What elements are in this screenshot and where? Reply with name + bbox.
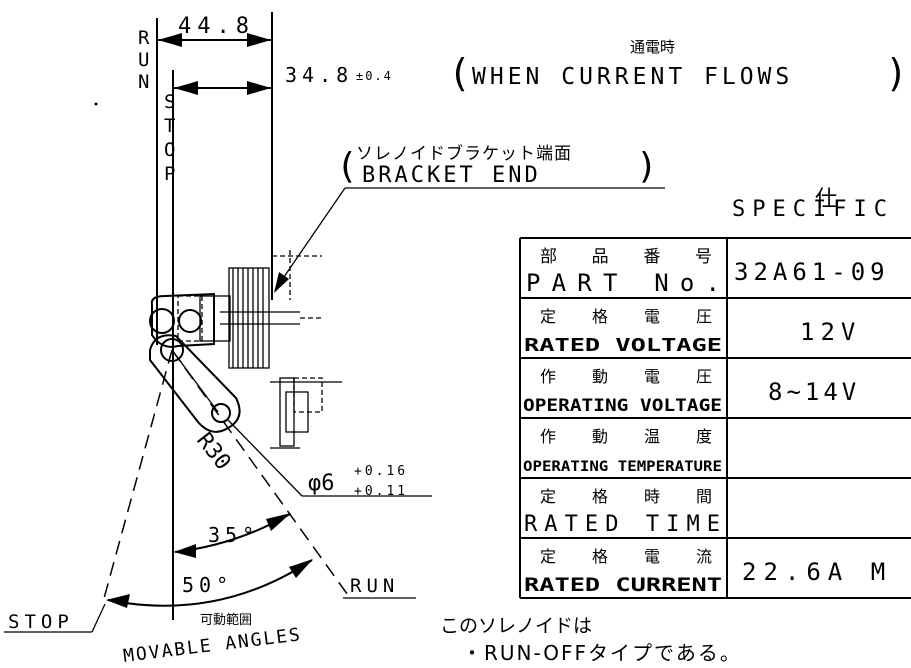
svg-text:8~14V: 8~14V: [768, 378, 860, 406]
bracket-leader-arrow: [274, 272, 289, 293]
note-line-1: このソレノイドは: [440, 615, 592, 637]
movable-jp-text: 可動範囲: [200, 613, 252, 628]
spec-row-rated-current: 定 格 電 流 RATED CURRENT 22.6A M: [524, 547, 892, 596]
paren-open: (: [448, 51, 471, 95]
dim-flow-tolerance: ±0.4: [356, 69, 393, 83]
hole-leader-line: [227, 419, 303, 497]
svg-text:R: R: [138, 27, 150, 49]
hole-tol-upper: +0.16: [354, 464, 408, 479]
bracket-paren-open: (: [336, 146, 358, 187]
svg-text:RATED TIME: RATED TIME: [524, 512, 720, 537]
note-line-2: ・RUN-OFFタイプである。: [462, 641, 742, 665]
hole-tol-lower: +0.11: [354, 484, 408, 499]
svg-text:N: N: [138, 71, 149, 93]
svg-text:OPERATING VOLTAGE: OPERATING VOLTAGE: [523, 396, 722, 416]
angle-35-arrow-right: [266, 513, 291, 531]
spec-title-en: SPECIFIC: [732, 197, 894, 222]
spec-row-rated-voltage: 定 格 電 圧 RATED VOLTAGE 12V: [524, 307, 861, 356]
link-pivot-hole: [160, 338, 184, 362]
bracket-jp-text: ソレノイドブラケット端面: [356, 143, 572, 164]
svg-text:32A61-09: 32A61-09: [734, 258, 890, 286]
angle-50-arc: [107, 559, 313, 607]
movable-en-text: MOVABLE ANGLES: [122, 624, 303, 667]
radius-line: [171, 349, 219, 413]
spec-row-rated-time: 定 格 時 間 RATED TIME: [524, 487, 720, 537]
angle-50-arrow-right: [289, 559, 313, 578]
mount-bracket: [270, 377, 342, 449]
svg-text:RATED VOLTAGE: RATED VOLTAGE: [524, 335, 722, 356]
stray-dot: [94, 102, 98, 106]
pivot-hole: [149, 308, 175, 334]
bracket-paren-close: ): [636, 146, 658, 187]
angle-50-text: 50°: [182, 573, 233, 597]
lever-arm: [149, 292, 241, 433]
dim-top-arrow-left: [158, 33, 182, 47]
stop-vertical-label: S T O P: [164, 91, 175, 185]
svg-text:S: S: [164, 91, 175, 113]
link-end-hole: [211, 403, 231, 423]
spec-title-jp: 仕: [815, 187, 837, 212]
angle-50-arrow-left: [106, 594, 130, 608]
stop-leader-label: STOP: [8, 611, 74, 633]
stop-swing-line: [102, 349, 173, 603]
spec-table: [519, 237, 911, 599]
svg-text:作 動 電 圧: 作 動 電 圧: [540, 367, 712, 386]
plunger-hole: [178, 309, 202, 333]
svg-text:O: O: [164, 139, 175, 161]
dim-flow-text: 34.8: [285, 63, 353, 87]
run-swing-line: [171, 349, 351, 599]
svg-text:定 格 電 流: 定 格 電 流: [540, 547, 712, 566]
paren-close: ): [885, 51, 908, 95]
dim-top-arrow-right: [247, 33, 271, 47]
angle-35-arrow-left: [174, 544, 196, 558]
solenoid-coil: [177, 250, 324, 369]
angle-35-text: 35°: [208, 523, 259, 547]
dim-flow-arrow-left: [174, 81, 198, 95]
spec-row-operating-temperature: 作 動 温 度 OPERATING TEMPERATURE: [523, 427, 722, 475]
spec-row-part-no: 部 品 番 号 PART No. 32A61-09: [526, 247, 890, 297]
flow-en-text: WHEN CURRENT FLOWS: [472, 64, 793, 90]
radius-text: R30: [191, 428, 235, 475]
svg-text:U: U: [138, 49, 149, 71]
dim-top-text: 44.8: [178, 14, 255, 39]
svg-text:P: P: [164, 163, 175, 185]
svg-text:T: T: [164, 115, 175, 137]
svg-text:PART No.: PART No.: [526, 269, 720, 297]
stop-leader-line: [91, 603, 106, 633]
svg-text:定 格 電 圧: 定 格 電 圧: [540, 307, 712, 326]
dim-flow-arrow-right: [247, 81, 271, 95]
svg-text:定 格 時 間: 定 格 時 間: [540, 487, 712, 506]
spec-row-operating-voltage: 作 動 電 圧 OPERATING VOLTAGE 8~14V: [523, 367, 860, 416]
bracket-leader-line: [274, 187, 346, 291]
bracket-en-text: BRACKET END: [362, 163, 541, 188]
svg-text:部 品 番 号: 部 品 番 号: [540, 247, 712, 267]
svg-text:OPERATING TEMPERATURE: OPERATING TEMPERATURE: [523, 459, 722, 475]
svg-text:作 動 温 度: 作 動 温 度: [540, 427, 712, 446]
hole-dia-text: φ6: [308, 471, 335, 496]
svg-text:12V: 12V: [800, 318, 861, 346]
run-leader-label: RUN: [350, 575, 399, 597]
svg-text:RATED CURRENT: RATED CURRENT: [524, 574, 722, 596]
svg-text:22.6A M: 22.6A M: [742, 558, 892, 586]
run-vertical-label: R U N: [138, 27, 150, 93]
flow-jp-text: 通電時: [630, 38, 675, 56]
